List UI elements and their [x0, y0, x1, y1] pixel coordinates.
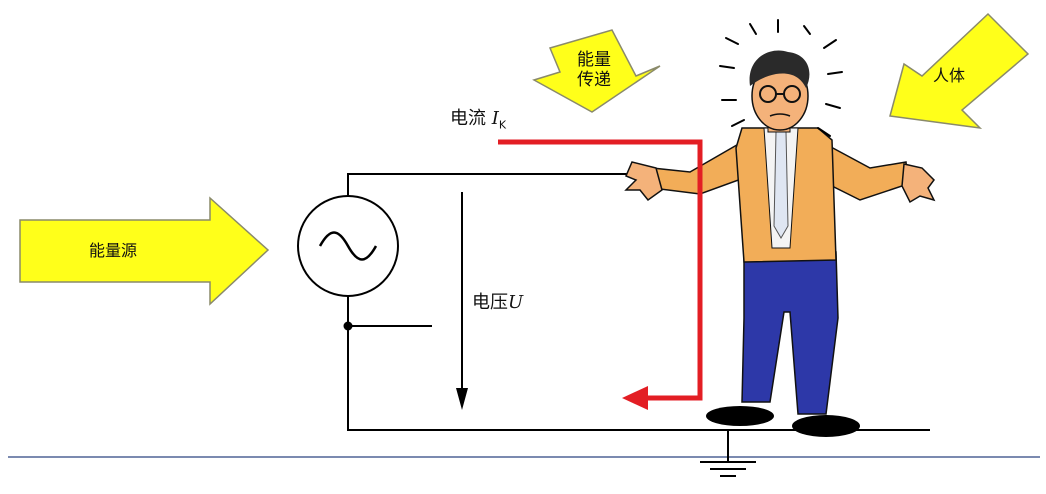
- energy-source-label: 能量源: [88, 241, 137, 260]
- energy-transfer-label: 能量 传递: [564, 50, 624, 90]
- current-label-prefix: 电流: [450, 108, 492, 129]
- human-body-arrow: [889, 12, 1030, 130]
- voltage-symbol: U: [508, 292, 524, 313]
- current-subscript: K: [498, 118, 507, 132]
- ground-icon: [700, 461, 756, 477]
- voltage-label-prefix: 电压: [472, 292, 508, 313]
- person-icon: [624, 19, 936, 437]
- ac-source-icon: [297, 195, 399, 297]
- circuit-wires: [347, 173, 930, 462]
- energy-transfer-arrow: [532, 29, 661, 113]
- voltage-arrow: [456, 192, 468, 410]
- current-symbol: I: [491, 108, 499, 129]
- current-label: 电流 IK: [450, 104, 506, 132]
- wire-top: [347, 173, 640, 198]
- energy-source-arrow: [19, 196, 270, 306]
- human-body-label: 人体: [932, 66, 965, 85]
- current-path: [498, 139, 703, 410]
- energy-transfer-line1: 能量: [577, 50, 611, 70]
- junction-dot: [343, 321, 353, 331]
- energy-transfer-line2: 传递: [577, 70, 611, 90]
- wire-bottom: [347, 296, 930, 431]
- voltage-label: 电压U: [472, 288, 523, 314]
